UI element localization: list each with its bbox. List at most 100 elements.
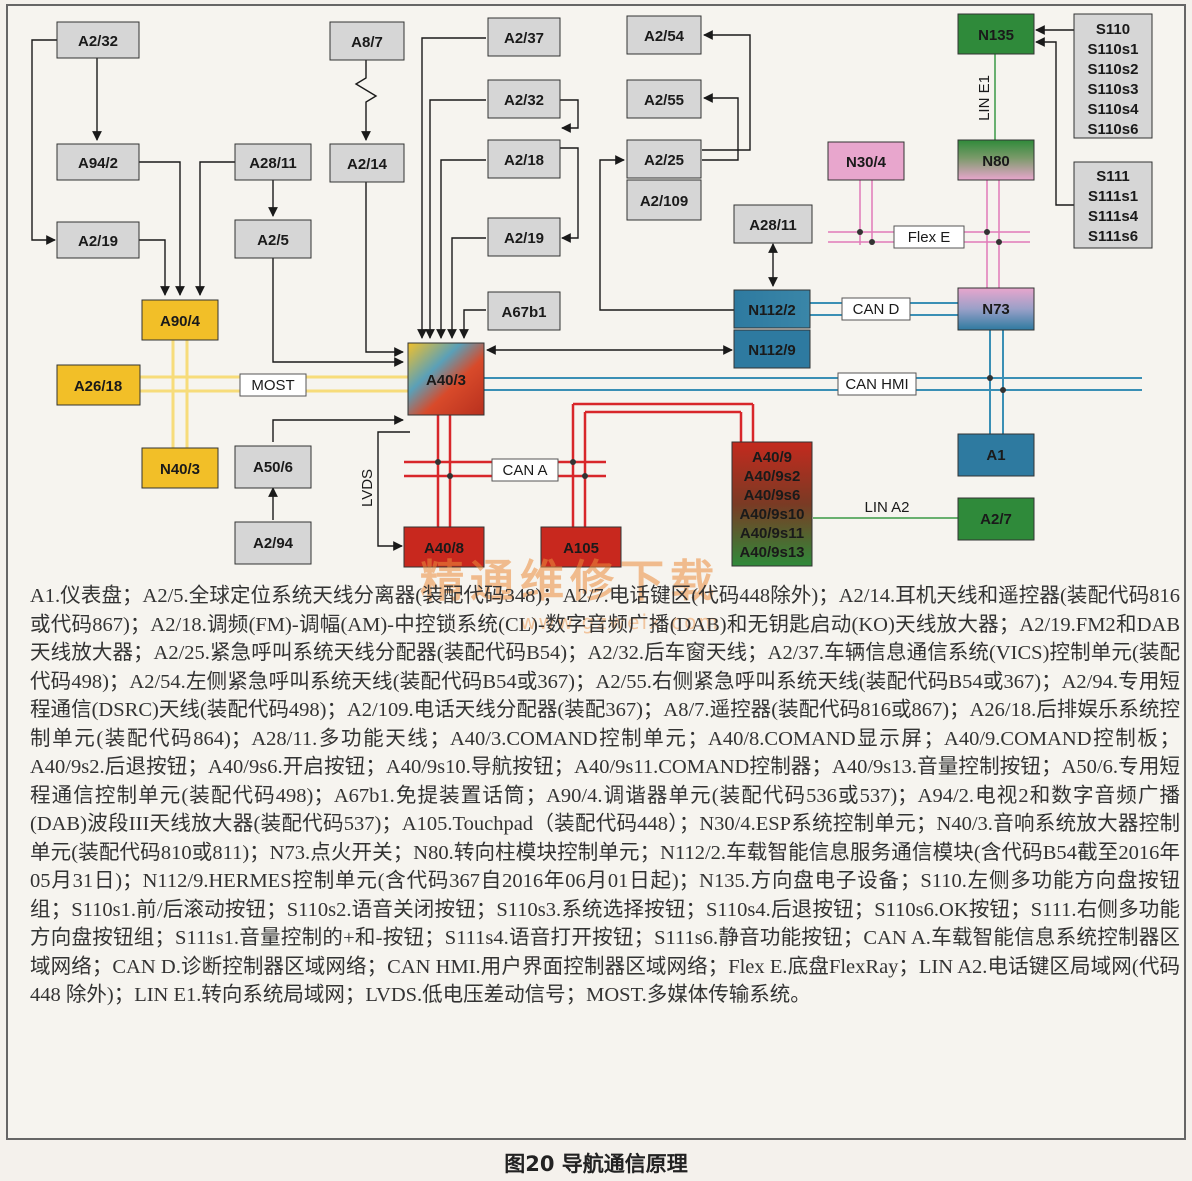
node-a2-25: A2/25 — [626, 139, 702, 179]
svg-text:S111s4: S111s4 — [1088, 208, 1139, 225]
node-n40-3: N40/3 — [141, 447, 219, 489]
svg-text:S110s6: S110s6 — [1088, 121, 1139, 138]
svg-text:S110s4: S110s4 — [1088, 101, 1140, 118]
node-a2-54: A2/54 — [626, 15, 702, 55]
node-a28-11-left: A28/11 — [234, 143, 312, 181]
node-a50-6: A50/6 — [234, 445, 312, 489]
svg-text:N80: N80 — [982, 153, 1010, 170]
svg-text:A1: A1 — [986, 447, 1005, 464]
svg-text:S110s2: S110s2 — [1088, 61, 1139, 78]
bus-junctions — [435, 229, 1006, 479]
watermark-url: www.gzweix.com — [520, 610, 720, 634]
node-a67b1: A67b1 — [487, 291, 561, 331]
node-a40-9: A40/9 A40/9s2 A40/9s6 A40/9s10 A40/9s11 … — [731, 441, 813, 567]
svg-text:CAN D: CAN D — [853, 301, 900, 318]
node-n135: N135 — [957, 13, 1035, 55]
svg-text:N40/3: N40/3 — [160, 461, 200, 478]
node-a2-94: A2/94 — [234, 521, 312, 565]
svg-text:N30/4: N30/4 — [846, 154, 887, 171]
label-can-d: CAN D — [841, 297, 911, 321]
watermark: 精通维修下载 — [420, 556, 720, 607]
svg-text:A105: A105 — [563, 540, 599, 557]
svg-text:A40/9s2: A40/9s2 — [744, 468, 801, 485]
node-n80: N80 — [957, 139, 1035, 181]
svg-text:MOST: MOST — [251, 377, 294, 394]
svg-text:S110s1: S110s1 — [1088, 41, 1139, 58]
node-a8-7: A8/7 — [329, 21, 405, 61]
svg-text:S111: S111 — [1096, 168, 1129, 185]
svg-text:A2/55: A2/55 — [644, 92, 684, 109]
signal-lines — [31, 25, 1074, 551]
svg-text:S111s1: S111s1 — [1088, 188, 1138, 205]
node-a28-11-right: A28/11 — [733, 204, 813, 244]
label-flex-e: Flex E — [893, 225, 965, 249]
node-n30-4: N30/4 — [827, 141, 905, 181]
can-a-bus — [404, 402, 755, 527]
svg-text:A2/25: A2/25 — [644, 152, 684, 169]
svg-text:A50/6: A50/6 — [253, 459, 293, 476]
svg-text:A40/9s13: A40/9s13 — [739, 544, 804, 561]
label-lin-a2: LIN A2 — [864, 499, 909, 516]
node-a1: A1 — [957, 433, 1035, 477]
figure-caption: 图20 导航通信原理 — [504, 1152, 688, 1176]
node-a2-18: A2/18 — [487, 139, 561, 179]
svg-text:A2/18: A2/18 — [504, 152, 544, 169]
node-a105: A105 — [540, 526, 622, 568]
svg-text:A2/32: A2/32 — [504, 92, 544, 109]
svg-text:A28/11: A28/11 — [749, 217, 797, 234]
svg-text:N135: N135 — [978, 27, 1014, 44]
node-a2-32-mid: A2/32 — [487, 79, 561, 119]
svg-text:A8/7: A8/7 — [351, 34, 383, 51]
svg-text:S111s6: S111s6 — [1088, 228, 1138, 245]
node-a2-14: A2/14 — [329, 143, 405, 183]
node-a2-19-mid: A2/19 — [487, 217, 561, 257]
node-a2-37: A2/37 — [487, 17, 561, 57]
svg-text:S110: S110 — [1096, 21, 1130, 38]
node-s110: S110 S110s1 S110s2 S110s3 S110s4 S110s6 — [1073, 13, 1153, 139]
svg-text:A2/7: A2/7 — [980, 511, 1012, 528]
label-most: MOST — [239, 373, 307, 397]
svg-text:A26/18: A26/18 — [74, 378, 122, 395]
figure-frame — [6, 4, 1186, 1140]
svg-text:A2/14: A2/14 — [347, 156, 388, 173]
svg-text:LIN E1: LIN E1 — [976, 75, 993, 121]
svg-text:A40/9s6: A40/9s6 — [744, 487, 801, 504]
legend-text: A1.仪表盘；A2/5.全球定位系统天线分离器(装配代码348)；A2/7.电话… — [30, 585, 1180, 1006]
svg-text:A94/2: A94/2 — [78, 155, 118, 172]
svg-text:CAN A: CAN A — [502, 462, 547, 479]
node-a2-7: A2/7 — [957, 497, 1035, 541]
svg-text:CAN HMI: CAN HMI — [845, 376, 908, 393]
label-lvds: LVDS — [359, 469, 376, 507]
communication-diagram: A2/32 A94/2 A2/19 A28/11 A2/5 A90/4 A26/… — [31, 13, 1153, 568]
svg-text:A2/37: A2/37 — [504, 30, 544, 47]
label-can-a: CAN A — [491, 458, 559, 482]
node-a2-5: A2/5 — [234, 219, 312, 259]
node-a2-109: A2/109 — [626, 179, 702, 221]
svg-text:LVDS: LVDS — [359, 469, 376, 507]
svg-text:A2/19: A2/19 — [504, 230, 544, 247]
can-hmi-bus — [484, 377, 1142, 391]
svg-text:N112/2: N112/2 — [748, 302, 796, 319]
node-a26-18: A26/18 — [56, 364, 141, 406]
svg-text:A28/11: A28/11 — [249, 155, 297, 172]
svg-text:A40/9: A40/9 — [752, 449, 792, 466]
node-a90-4: A90/4 — [141, 299, 219, 341]
node-a2-55: A2/55 — [626, 79, 702, 119]
svg-text:A40/3: A40/3 — [426, 372, 466, 389]
svg-text:N73: N73 — [982, 301, 1010, 318]
node-a40-8: A40/8 — [403, 526, 485, 568]
node-a2-19-left: A2/19 — [56, 221, 140, 259]
svg-text:LIN A2: LIN A2 — [864, 499, 909, 516]
node-a2-32-left: A2/32 — [56, 21, 140, 59]
svg-text:A40/8: A40/8 — [424, 540, 464, 557]
svg-text:N112/9: N112/9 — [748, 342, 796, 359]
svg-text:A90/4: A90/4 — [160, 313, 201, 330]
svg-text:A2/54: A2/54 — [644, 28, 685, 45]
svg-text:A2/94: A2/94 — [253, 535, 294, 552]
svg-text:A2/5: A2/5 — [257, 232, 289, 249]
label-can-hmi: CAN HMI — [837, 372, 917, 396]
node-a40-3: A40/3 — [407, 342, 485, 416]
svg-text:A40/9s10: A40/9s10 — [739, 506, 804, 523]
svg-text:A2/109: A2/109 — [640, 193, 688, 210]
node-s111: S111 S111s1 S111s4 S111s6 — [1073, 161, 1153, 249]
